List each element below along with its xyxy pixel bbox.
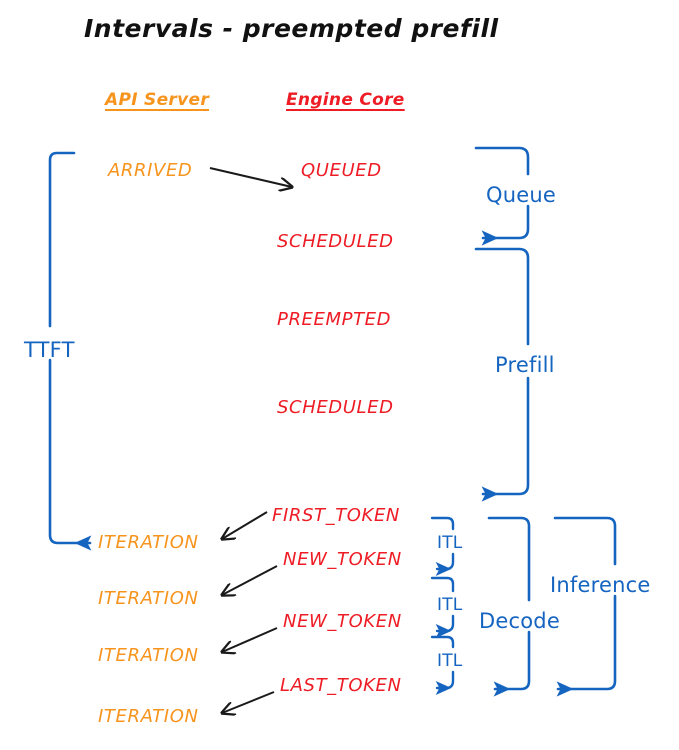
event-iteration-2: ITERATION <box>98 588 199 609</box>
column-header-engine-core: Engine Core <box>286 90 405 110</box>
bracket-itl-2-lower <box>435 614 455 639</box>
arrow-last-token-to-iteration <box>222 691 275 713</box>
event-iteration-4: ITERATION <box>98 706 199 727</box>
event-queued: QUEUED <box>301 160 382 181</box>
event-scheduled-2: SCHEDULED <box>277 397 394 418</box>
interval-label-ttft: TTFT <box>24 338 75 362</box>
arrow-arrived-to-queued <box>209 167 292 187</box>
event-last-token: LAST_TOKEN <box>280 675 402 696</box>
bracket-itl-3-upper <box>430 635 455 649</box>
column-header-api-server: API Server <box>105 90 210 110</box>
event-first-token: FIRST_TOKEN <box>272 505 400 526</box>
event-preempted: PREEMPTED <box>277 309 392 330</box>
interval-label-prefill: Prefill <box>495 353 555 377</box>
bracket-ttft-lower <box>48 358 92 551</box>
interval-label-itl-2: ITL <box>437 595 463 615</box>
bracket-itl-3-lower <box>435 670 455 696</box>
event-arrived: ARRIVED <box>108 160 193 181</box>
interval-label-itl-1: ITL <box>437 533 463 553</box>
bracket-ttft-upper <box>48 151 76 328</box>
event-iteration-3: ITERATION <box>98 645 199 666</box>
bracket-prefill-lower <box>481 376 530 502</box>
event-scheduled-1: SCHEDULED <box>277 231 394 252</box>
bracket-inference-lower <box>556 594 617 697</box>
arrow-new-token-2-to-iteration <box>222 627 278 652</box>
interval-label-itl-3: ITL <box>437 651 463 671</box>
arrow-new-token-1-to-iteration <box>222 565 278 595</box>
bracket-queue-upper <box>474 146 530 176</box>
bracket-itl-1-lower <box>435 552 455 577</box>
bracket-decode-upper <box>487 516 531 602</box>
page-title: Intervals - preempted prefill <box>84 14 499 43</box>
arrow-first-token-to-iteration <box>222 511 268 539</box>
bracket-inference-upper <box>553 516 617 566</box>
interval-label-queue: Queue <box>486 183 556 207</box>
bracket-queue-lower <box>481 204 530 246</box>
event-iteration-1: ITERATION <box>98 532 199 553</box>
bracket-prefill-upper <box>474 247 530 346</box>
event-new-token-1: NEW_TOKEN <box>283 549 402 570</box>
bracket-decode-lower <box>493 630 531 697</box>
bracket-itl-1-upper <box>430 516 455 531</box>
event-new-token-2: NEW_TOKEN <box>283 611 402 632</box>
interval-label-inference: Inference <box>550 573 651 597</box>
bracket-itl-2-upper <box>430 576 455 593</box>
interval-label-decode: Decode <box>479 609 560 633</box>
